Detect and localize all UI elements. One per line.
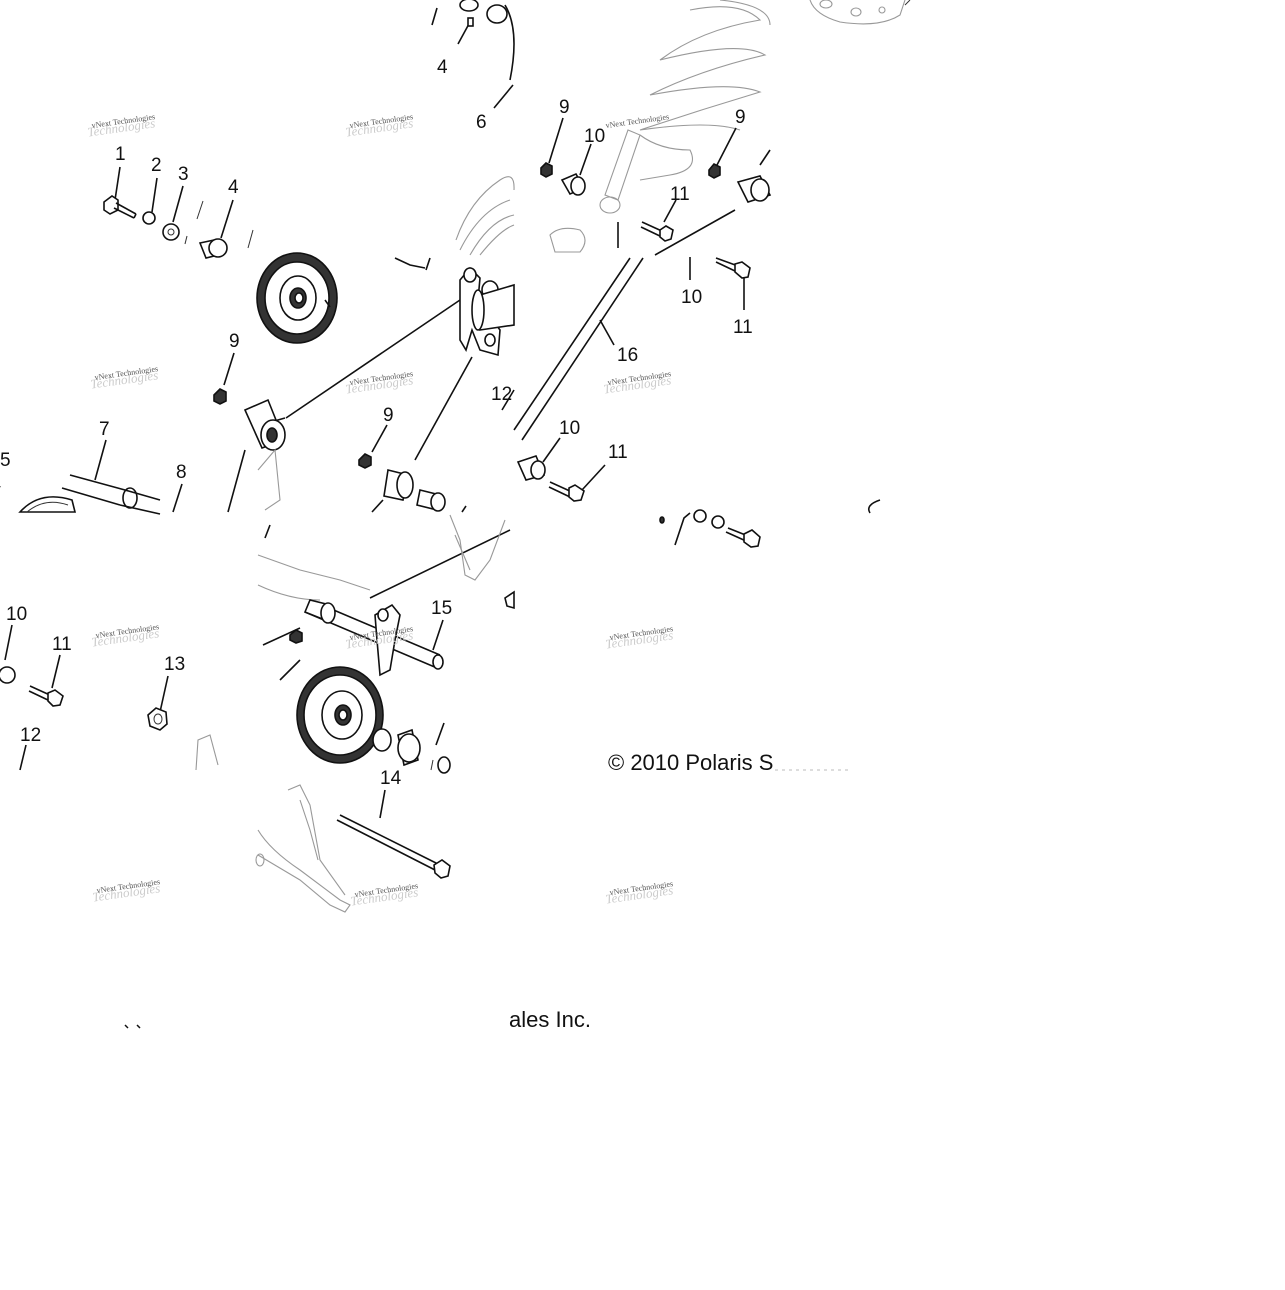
pivot-bushing: [243, 398, 286, 451]
callout-3: 3: [178, 164, 189, 185]
callout-1: 1: [115, 144, 126, 165]
nut-4-top: [459, 0, 479, 12]
watermark-7: Technologies vNext Technologies: [90, 622, 160, 649]
long-bolt-14: [336, 814, 451, 879]
callout-9a: 9: [559, 97, 570, 118]
callout-11c: 11: [52, 634, 72, 655]
tile-top-left-parts: [103, 0, 515, 259]
callout-7: 7: [99, 419, 110, 440]
oring-lower: [372, 728, 392, 752]
watermark-2: Technologies vNext Technologies: [344, 112, 414, 139]
bushing-10d: [516, 455, 546, 481]
nut-9d: [358, 453, 372, 469]
callout-top-6: 6: [476, 112, 487, 133]
callout-2: 2: [151, 155, 162, 176]
tile-mid-center: [358, 257, 515, 513]
watermark-4: Technologies vNext Technologies: [89, 364, 159, 391]
callout-10a: 10: [584, 126, 605, 147]
tile-lower-left: [0, 624, 219, 771]
idler-wheel-top: [256, 252, 338, 344]
callout-10d: 10: [559, 418, 580, 439]
tile-mid-right: [513, 257, 751, 502]
bolt-11d: [548, 481, 585, 502]
callout-9c: 9: [229, 331, 240, 352]
tile-top-center-shock: [455, 176, 515, 256]
callout-9b: 9: [735, 107, 746, 128]
wheel-5-edge: [18, 496, 77, 513]
watermark-10: Technologies vNext Technologies: [91, 877, 161, 904]
watermark-9: Technologies vNext Technologies: [604, 624, 674, 651]
nut-13: [147, 707, 168, 731]
bushing-10c: [0, 666, 16, 684]
callout-11a: 11: [670, 184, 690, 205]
callout-12a: 12: [491, 384, 512, 405]
nut-9b: [708, 163, 721, 179]
bolt-11c: [28, 685, 64, 707]
callout-16: 16: [617, 345, 638, 366]
bushing-10b: [736, 175, 772, 203]
bearing-lower: [397, 728, 421, 767]
callout-10b: 10: [681, 287, 702, 308]
callout-4: 4: [228, 177, 239, 198]
tile-mid-left: [0, 252, 461, 515]
pivot-bracket: [459, 266, 515, 357]
nut-9c: [213, 388, 227, 405]
tile-top-right-shock: [540, 0, 772, 256]
bushing-10a: [560, 172, 586, 196]
shaft-15: [303, 599, 444, 670]
tile-lower-center: [257, 514, 515, 774]
bolt-1: [103, 195, 137, 219]
bracket-15: [374, 603, 401, 677]
idler-wheel-lower: [296, 666, 384, 764]
tile-top-far-right: [809, 0, 911, 25]
oring-top: [486, 4, 508, 24]
callout-11b: 11: [733, 317, 753, 338]
nut-9a: [540, 162, 553, 178]
watermark-6: Technologies vNext Technologies: [602, 369, 672, 396]
watermark-11: Technologies vNext Technologies: [349, 881, 419, 908]
axle-7: [61, 474, 161, 515]
bolt-11b: [715, 257, 751, 279]
callout-top-4: 4: [437, 57, 448, 78]
callout-11d: 11: [608, 442, 628, 463]
bolt-11a: [640, 221, 674, 242]
callout-10c: 10: [6, 604, 27, 625]
callout-12b: 12: [20, 725, 41, 746]
bolt-far-right: [725, 527, 761, 548]
watermark-1: Technologies vNext Technologies: [86, 112, 156, 139]
bushing-small: [416, 489, 446, 512]
tile-mid-far-right: [659, 499, 1035, 548]
washer-2: [142, 211, 156, 225]
watermark-5: Technologies vNext Technologies: [344, 369, 414, 396]
callout-9d: 9: [383, 405, 394, 426]
watermark-12: Technologies vNext Technologies: [604, 879, 674, 906]
callout-14: 14: [380, 768, 402, 789]
bushing-4: [198, 238, 228, 259]
washer-3: [162, 223, 180, 241]
callout-13: 13: [164, 654, 185, 675]
callout-8: 8: [176, 462, 187, 483]
washer-small-top: [467, 17, 474, 27]
bushing-center: [383, 469, 414, 501]
copyright-text: © 2010 Polaris S: [608, 750, 773, 775]
copyright-tail: ales Inc.: [509, 1007, 591, 1032]
callout-labels: 4 6 1 2 3 4 9 10 9 11 10 11 9 9 12 16 5 …: [0, 57, 753, 789]
callout-15: 15: [431, 598, 452, 619]
tile-bottom-center: [255, 784, 451, 913]
callout-5: 5: [0, 450, 11, 471]
